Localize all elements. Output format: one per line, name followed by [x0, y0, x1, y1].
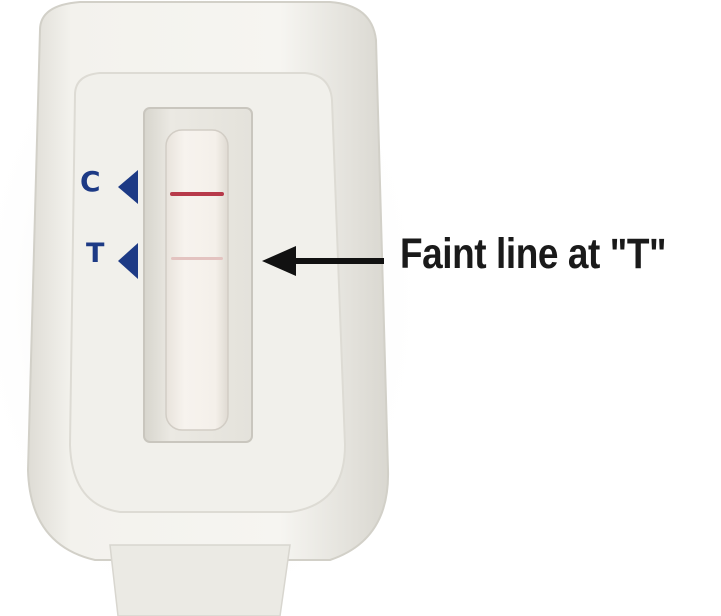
arrow-left-icon [262, 246, 296, 276]
control-line [170, 192, 224, 196]
device-stem [109, 544, 291, 616]
annotation-label: Faint line at "T" [400, 230, 667, 278]
control-marker-triangle-icon [118, 170, 138, 204]
test-marker-triangle-icon [118, 243, 138, 279]
control-marker-label: C [80, 165, 101, 198]
test-line-faint [171, 257, 223, 260]
test-strip [165, 129, 229, 431]
test-marker-label: T [86, 238, 105, 269]
